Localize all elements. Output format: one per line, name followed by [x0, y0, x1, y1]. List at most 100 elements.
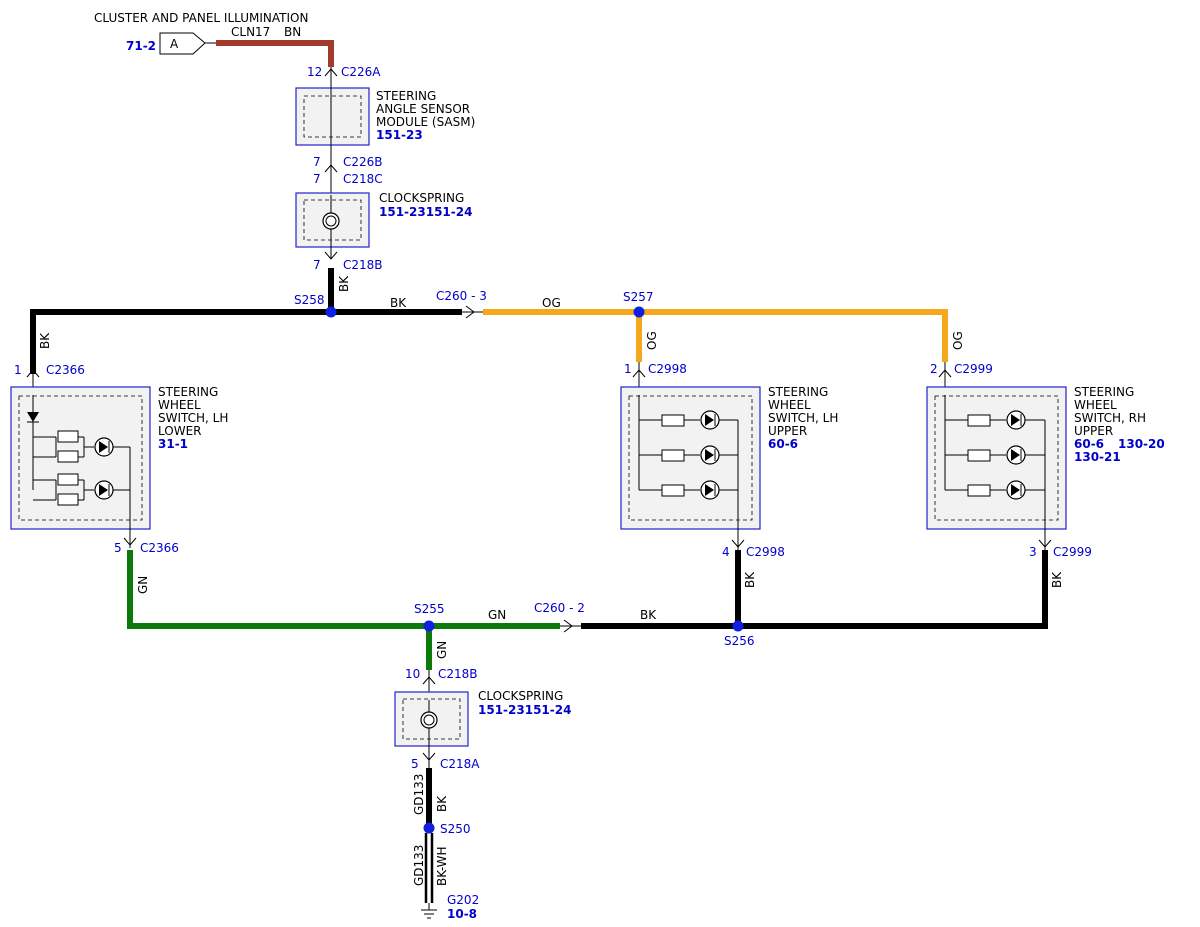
wire-bk	[30, 309, 462, 374]
switch-rh-upper-box[interactable]	[926, 386, 1067, 530]
wire-color-label: BK	[38, 332, 52, 349]
sasm-ref-link[interactable]: 151-23	[376, 128, 423, 142]
pin-number: 5	[114, 541, 122, 555]
arrow-up-icon	[324, 68, 338, 77]
pin-number: 1	[14, 363, 22, 377]
circuit-label: GD133	[412, 845, 426, 886]
sasm-label-3: MODULE (SASM)	[376, 115, 475, 129]
switch-lh-upper-label-2: WHEEL	[768, 398, 811, 412]
splice-label: S257	[623, 290, 654, 304]
pin-number: 3	[1029, 545, 1037, 559]
wire-color-label: BK	[390, 296, 407, 310]
arrow-down-icon	[1038, 539, 1052, 548]
connector-label: C226A	[341, 65, 381, 79]
connector-label: C2366	[46, 363, 85, 377]
pin-number: 7	[313, 155, 321, 169]
inline-connector-arrow-icon	[563, 619, 573, 633]
wire-color-label: BK	[743, 571, 757, 588]
sasm-box[interactable]	[295, 87, 370, 146]
circuit-color: BN	[284, 25, 301, 39]
splice-label: S255	[414, 602, 445, 616]
clockspring-icon	[420, 711, 438, 729]
wire-color-label: OG	[645, 331, 659, 350]
arrow-up-icon	[938, 369, 952, 378]
clockspring-bottom-ref-link[interactable]: 151-23151-24	[478, 703, 571, 717]
circuit-label: GD133	[412, 774, 426, 815]
arrow-down-icon	[731, 539, 745, 548]
pin-number: 7	[313, 258, 321, 272]
switch-lh-upper-circuit	[638, 395, 739, 550]
clockspring-top-inner	[303, 199, 362, 241]
switch-lh-lower-box[interactable]	[10, 386, 151, 530]
splice-dot[interactable]	[325, 306, 337, 318]
switch-lh-lower-inner	[18, 395, 143, 521]
clockspring-top-ref-link[interactable]: 151-23151-24	[379, 205, 472, 219]
wire-color-label: GN	[488, 608, 506, 622]
clockspring-coil-icon	[423, 714, 435, 726]
switch-lh-upper-box[interactable]	[620, 386, 761, 530]
clockspring-bottom-inner	[402, 698, 461, 740]
diagram-title: CLUSTER AND PANEL ILLUMINATION	[94, 11, 308, 25]
arrow-up-icon	[26, 369, 40, 378]
switch-lh-lower-label-2: WHEEL	[158, 398, 201, 412]
connector-label: C218B	[438, 667, 478, 681]
splice-dot[interactable]	[732, 620, 744, 632]
pin-number: 7	[313, 172, 321, 186]
wire-color-label: OG	[951, 331, 965, 350]
wire-color-label: OG	[542, 296, 561, 310]
switch-lh-upper-label-1: STEERING	[768, 385, 828, 399]
connector-letter: A	[170, 37, 179, 51]
page-ref-link[interactable]: 71-2	[126, 39, 156, 53]
pin-number: 12	[307, 65, 322, 79]
arrow-down-icon	[324, 251, 338, 260]
ground-icon	[421, 909, 437, 919]
splice-dot[interactable]	[423, 620, 435, 632]
splice-dot[interactable]	[633, 306, 645, 318]
switch-rh-upper-ref-link[interactable]: 130-21	[1074, 450, 1121, 464]
arrow-up-icon	[324, 164, 338, 173]
sasm-label-1: STEERING	[376, 89, 436, 103]
splice-label: S258	[294, 293, 325, 307]
clockspring-bottom-name: CLOCKSPRING	[478, 689, 563, 703]
connector-label: C218C	[343, 172, 383, 186]
pin-number: 2	[930, 362, 938, 376]
switch-rh-upper-label-1: STEERING	[1074, 385, 1134, 399]
pin-number: 5	[411, 757, 419, 771]
switch-rh-upper-circuit	[944, 395, 1046, 550]
arrow-up-icon	[422, 676, 436, 685]
wire-color-label: GN	[435, 641, 449, 659]
switch-rh-upper-ref-link[interactable]: 60-6	[1074, 437, 1104, 451]
pin-number: 4	[722, 545, 730, 559]
connector-label: C2999	[1053, 545, 1092, 559]
clockspring-coil-icon	[325, 215, 337, 227]
clockspring-icon	[322, 212, 340, 230]
arrow-down-icon	[422, 752, 436, 761]
wire-bn	[216, 40, 334, 67]
ground-ref-link[interactable]: 10-8	[447, 907, 477, 921]
sasm-inner	[303, 95, 362, 138]
switch-rh-upper-label-2: WHEEL	[1074, 398, 1117, 412]
wire-og	[483, 309, 948, 362]
inline-connector-label: C260 - 2	[534, 601, 585, 615]
ground-label: G202	[447, 893, 479, 907]
switch-lh-lower-label-3: SWITCH, LH	[158, 411, 228, 425]
switch-rh-upper-ref-link[interactable]: 130-20	[1118, 437, 1165, 451]
inline-connector-label: C260 - 3	[436, 289, 487, 303]
switch-rh-upper-label-4: UPPER	[1074, 424, 1113, 438]
arrow-down-icon	[123, 537, 137, 546]
switch-lh-lower-label-4: LOWER	[158, 424, 202, 438]
wire-color-label: BK	[435, 795, 449, 812]
splice-dot[interactable]	[423, 822, 435, 834]
wire-color-label: BK-WH	[435, 846, 449, 886]
switch-lh-upper-ref-link[interactable]: 60-6	[768, 437, 798, 451]
switch-rh-upper-inner	[934, 395, 1059, 521]
connector-label: C2999	[954, 362, 993, 376]
connector-label: C218A	[440, 757, 480, 771]
wire-bk	[738, 550, 1048, 629]
switch-lh-upper-inner	[628, 395, 753, 521]
inline-connector-arrow-icon	[465, 305, 475, 319]
circuit-name: CLN17	[231, 25, 270, 39]
wire-color-label: BK	[640, 608, 657, 622]
switch-lh-lower-ref-link[interactable]: 31-1	[158, 437, 188, 451]
